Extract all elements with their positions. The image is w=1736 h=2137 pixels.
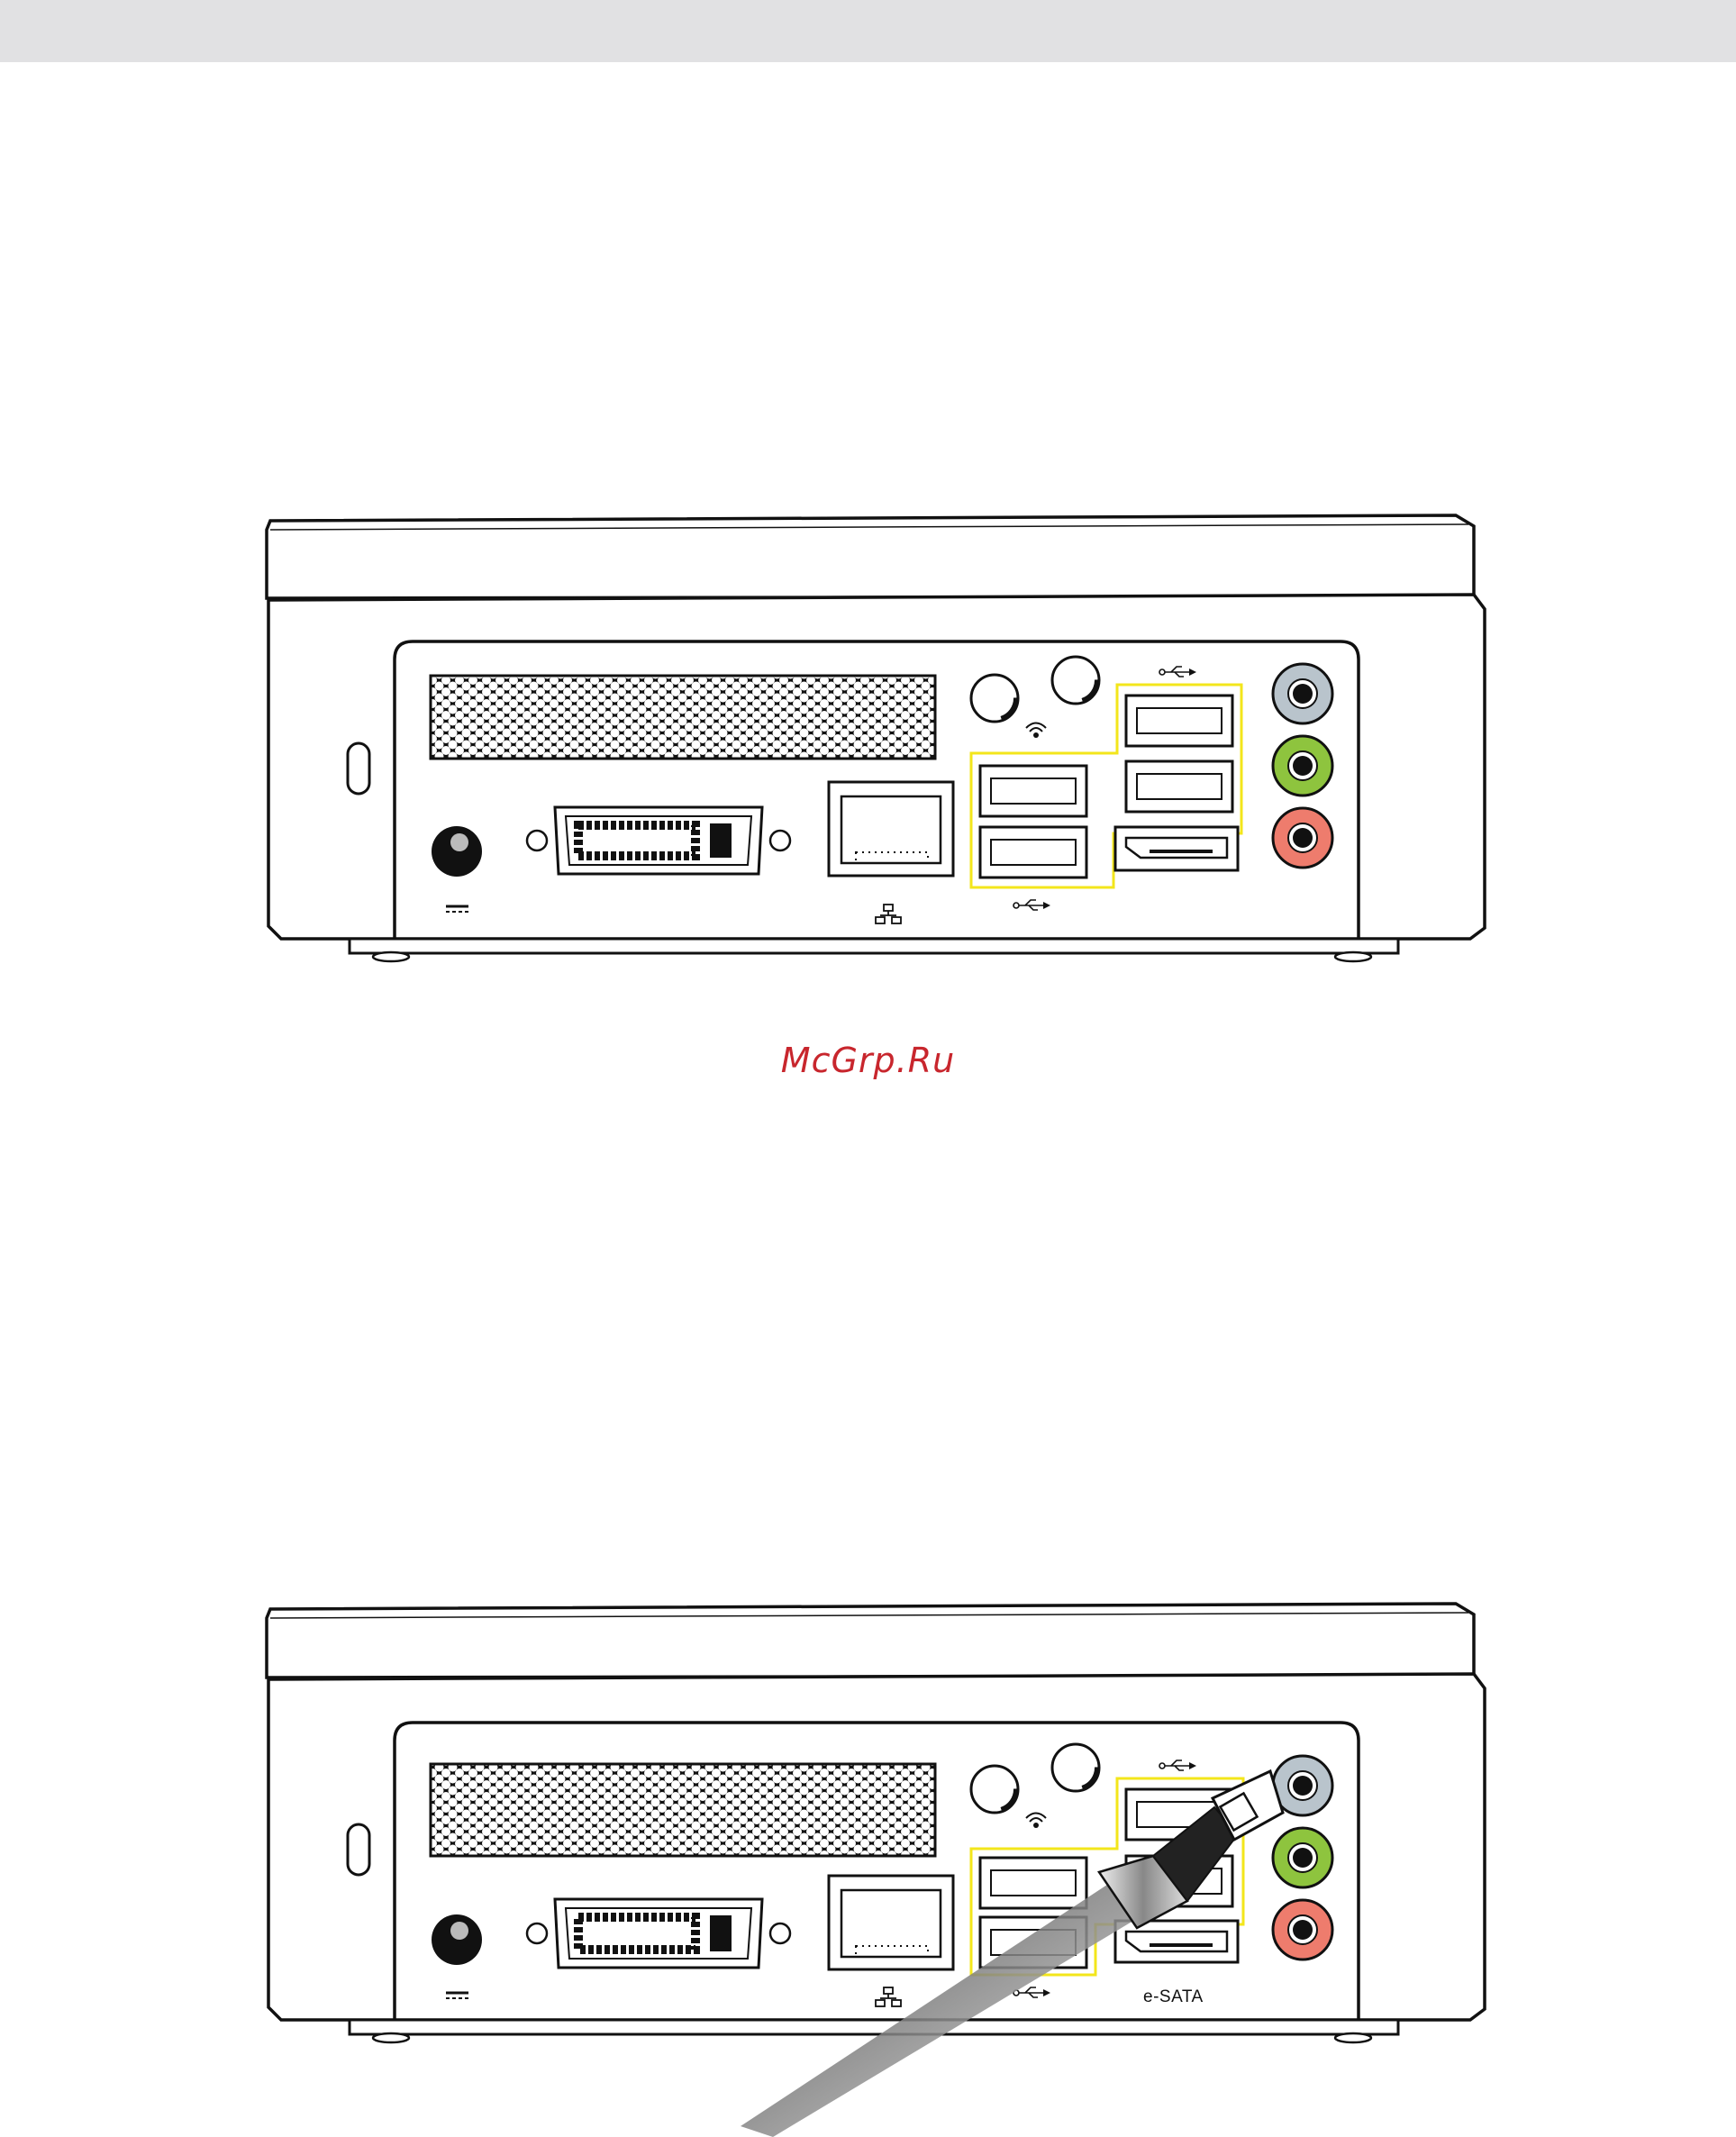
security-slot	[348, 1824, 369, 1875]
case-lid	[267, 515, 1474, 598]
top-band	[0, 0, 1736, 62]
vent-grille	[431, 676, 935, 759]
rear-panel-figure-2: e-SATA	[0, 1586, 1736, 2126]
security-slot	[348, 743, 369, 794]
dc-power-jack	[432, 1914, 482, 1965]
watermark: McGrp.Ru	[0, 1041, 1736, 1080]
dc-power-jack	[432, 826, 482, 877]
rear-panel-drawing	[0, 505, 1736, 1045]
rear-panel-with-cable-drawing	[0, 1586, 1736, 2126]
esata-port	[1115, 1921, 1238, 1962]
rear-panel-figure-1	[0, 505, 1736, 1045]
vent-grille	[431, 1764, 935, 1856]
esata-port	[1115, 827, 1238, 870]
esata-label: e-SATA	[1143, 1987, 1204, 2007]
